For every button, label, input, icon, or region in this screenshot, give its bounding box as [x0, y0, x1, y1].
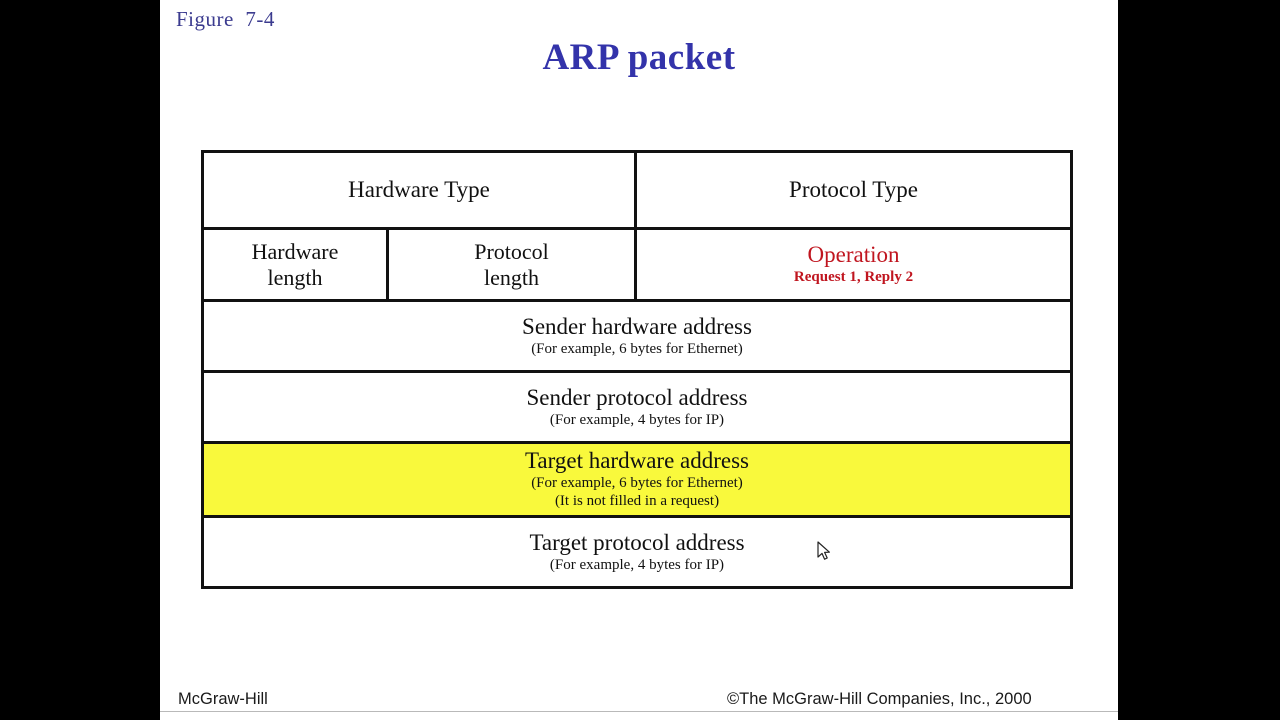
slide-canvas: Figure 7-4 ARP packet Hardware Type Prot…	[160, 0, 1118, 720]
footer-copyright: ©The McGraw-Hill Companies, Inc., 2000	[727, 690, 1032, 708]
field-operation-label: Operation	[807, 242, 900, 268]
field-target-hardware-address-label: Target hardware address	[524, 447, 750, 473]
field-protocol-length: Protocol length	[386, 227, 637, 302]
field-sender-hardware-address-note: (For example, 6 bytes for Ethernet)	[531, 340, 743, 357]
field-protocol-type-label: Protocol Type	[789, 177, 918, 203]
arp-packet-diagram: Hardware Type Protocol Type Hardware len…	[201, 150, 1073, 589]
letterbox-bar-right	[1118, 0, 1280, 720]
packet-row-target-protocol: Target protocol address (For example, 4 …	[201, 515, 1073, 589]
packet-row-sender-hardware: Sender hardware address (For example, 6 …	[201, 299, 1073, 373]
field-protocol-length-line2: length	[484, 264, 539, 290]
field-sender-protocol-address-label: Sender protocol address	[526, 384, 748, 410]
packet-row-length-operation: Hardware length Protocol length Operatio…	[201, 227, 1073, 302]
field-operation-sublabel: Request 1, Reply 2	[793, 268, 914, 285]
field-target-protocol-address-note: (For example, 4 bytes for IP)	[549, 556, 725, 573]
packet-row-target-hardware: Target hardware address (For example, 6 …	[201, 441, 1073, 518]
field-hardware-length-line2: length	[267, 264, 323, 290]
field-hardware-length: Hardware length	[201, 227, 389, 302]
letterbox-bar-left	[0, 0, 160, 720]
footer-publisher: McGraw-Hill	[178, 690, 268, 708]
packet-row-sender-protocol: Sender protocol address (For example, 4 …	[201, 370, 1073, 444]
page-title: ARP packet	[542, 37, 736, 78]
field-sender-hardware-address: Sender hardware address (For example, 6 …	[201, 299, 1073, 373]
packet-row-type: Hardware Type Protocol Type	[201, 150, 1073, 230]
field-hardware-type-label: Hardware Type	[348, 177, 490, 203]
field-protocol-type: Protocol Type	[634, 150, 1073, 230]
field-target-hardware-address: Target hardware address (For example, 6 …	[201, 441, 1073, 518]
field-target-hardware-address-note1: (For example, 6 bytes for Ethernet)	[531, 474, 743, 491]
field-protocol-length-line1: Protocol	[474, 238, 549, 264]
field-target-protocol-address: Target protocol address (For example, 4 …	[201, 515, 1073, 589]
field-target-protocol-address-label: Target protocol address	[529, 529, 745, 555]
field-target-hardware-address-note2: (It is not filled in a request)	[554, 493, 720, 510]
field-sender-protocol-address: Sender protocol address (For example, 4 …	[201, 370, 1073, 444]
field-operation: Operation Request 1, Reply 2	[634, 227, 1073, 302]
field-sender-protocol-address-note: (For example, 4 bytes for IP)	[549, 411, 725, 428]
footer-divider	[160, 711, 1118, 712]
field-sender-hardware-address-label: Sender hardware address	[522, 313, 752, 339]
figure-label: Figure 7-4	[176, 7, 275, 31]
field-hardware-type: Hardware Type	[201, 150, 637, 230]
field-hardware-length-line1: Hardware	[251, 238, 339, 264]
